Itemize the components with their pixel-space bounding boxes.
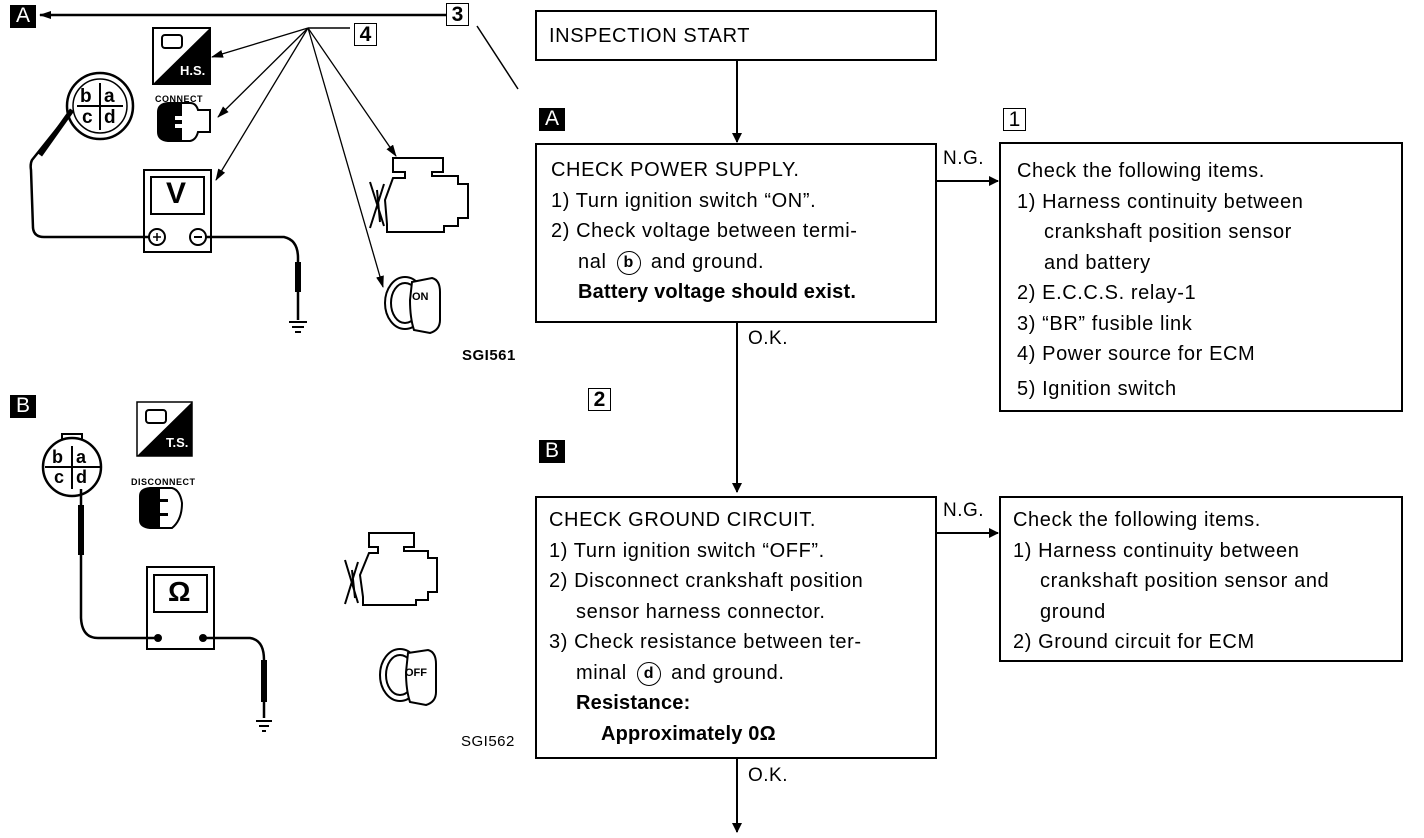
step-a-ok-label: O.K. xyxy=(748,328,789,349)
connector-b xyxy=(41,433,103,498)
step-b-tag: B xyxy=(539,440,565,463)
step-b-ok-label: O.K. xyxy=(748,765,789,786)
terminal-d-marker: d xyxy=(636,661,661,686)
ng-box-1-item-2: 2) E.C.C.S. relay-1 xyxy=(1017,282,1197,304)
inspection-start-box: INSPECTION START xyxy=(535,10,937,61)
disconnect-label: DISCONNECT xyxy=(131,477,196,487)
ng-box-1-item-1-cont2: and battery xyxy=(1044,251,1151,274)
ng-box-1-tag: 1 xyxy=(1003,108,1026,131)
connect-label: CONNECT xyxy=(155,94,203,104)
ts-mode-label: T.S. xyxy=(166,435,189,450)
illustration-a-tag: A xyxy=(10,5,36,28)
pin-c-b: c xyxy=(54,467,65,487)
voltmeter-a xyxy=(143,169,212,253)
step-a-spec: Battery voltage should exist. xyxy=(578,281,857,303)
pin-a-a: a xyxy=(104,86,115,107)
connector-plug-icon-b xyxy=(139,487,184,529)
key-off-label: OFF xyxy=(405,667,427,679)
ng-box-1-item-5: 5) Ignition switch xyxy=(1017,377,1177,400)
pin-d-b: d xyxy=(76,467,87,487)
step-b-line-2: 2) Disconnect crankshaft position xyxy=(549,570,864,592)
step-b-line-3: 3) Check resistance between ter- xyxy=(549,631,862,653)
step-b-text: CHECK GROUND CIRCUIT. 1) Turn ignition s… xyxy=(549,505,863,749)
step-b-title: CHECK GROUND CIRCUIT. xyxy=(549,509,817,531)
ng-box-2-text: Check the following items. 1) Harness co… xyxy=(1013,505,1329,658)
callout-3-diagonal xyxy=(476,25,519,90)
callout-3-tag: 3 xyxy=(446,3,469,26)
ng-box-1-title: Check the following items. xyxy=(1017,160,1265,182)
step-a-title: CHECK POWER SUPPLY. xyxy=(551,159,800,181)
ng-box-1-item-3: 3) “BR” fusible link xyxy=(1017,312,1193,335)
step-a-ng-label: N.G. xyxy=(943,148,985,169)
step-b-spec-label: Resistance: xyxy=(576,692,691,714)
ng-box-2: Check the following items. 1) Harness co… xyxy=(999,496,1403,662)
test-leads-a xyxy=(29,108,307,333)
callout-4-tag: 4 xyxy=(354,23,377,46)
terminal-b-marker: b xyxy=(616,250,641,275)
ng-box-1: Check the following items. 1) Harness co… xyxy=(999,142,1403,412)
engine-icon-a xyxy=(369,157,469,233)
hs-mode-badge-a xyxy=(152,27,211,85)
ng-box-1-item-4: 4) Power source for ECM xyxy=(1017,343,1256,365)
ng-box-2-item-2: 2) Ground circuit for ECM xyxy=(1013,631,1255,653)
ignition-key-off-icon-b xyxy=(379,648,437,707)
ng-box-2-item-1: 1) Harness continuity between xyxy=(1013,539,1300,562)
voltmeter-symbol: V xyxy=(166,177,187,210)
step-a-box: CHECK POWER SUPPLY. 1) Turn ignition swi… xyxy=(535,143,937,323)
callout-4-fan xyxy=(211,27,397,288)
inspection-start-label: INSPECTION START xyxy=(549,25,751,47)
step-a-tag: A xyxy=(539,108,565,131)
step-a-line-2: 2) Check voltage between termi- xyxy=(551,220,858,242)
pin-b-b: b xyxy=(52,447,63,467)
ng-box-2-item-1-cont2: ground xyxy=(1040,600,1106,623)
ng-box-1-text: Check the following items. 1) Harness co… xyxy=(1017,156,1303,404)
ohmmeter-symbol: Ω xyxy=(168,576,191,607)
ohmmeter-b xyxy=(146,566,215,650)
step-a-line-1: 1) Turn ignition switch “ON”. xyxy=(551,189,817,212)
pin-c-a: c xyxy=(82,107,93,128)
step-b-line-1: 1) Turn ignition switch “OFF”. xyxy=(549,539,825,562)
step-a-terminal-line: nal b and ground. xyxy=(551,247,858,278)
step-b-spec-value: Approximately 0Ω xyxy=(601,722,776,745)
pin-b-a: b xyxy=(80,86,92,107)
terminal-suffix: and ground. xyxy=(650,250,765,273)
callout-2-tag: 2 xyxy=(588,388,611,411)
terminal-prefix: minal xyxy=(576,661,627,684)
step-b-ng-label: N.G. xyxy=(943,500,985,521)
terminal-prefix: nal xyxy=(578,250,607,273)
hs-mode-label: H.S. xyxy=(180,63,206,78)
ts-mode-badge-b xyxy=(136,401,193,457)
ng-box-1-item-1: 1) Harness continuity between xyxy=(1017,190,1304,213)
test-leads-b xyxy=(78,489,272,732)
pin-d-a: d xyxy=(104,107,116,128)
step-a-text: CHECK POWER SUPPLY. 1) Turn ignition swi… xyxy=(551,155,858,308)
ng-box-2-item-1-cont: crankshaft position sensor and xyxy=(1040,570,1330,592)
ng-box-1-item-1-cont: crankshaft position sensor xyxy=(1044,221,1292,243)
step-b-box: CHECK GROUND CIRCUIT. 1) Turn ignition s… xyxy=(535,496,937,759)
pin-a-b: a xyxy=(76,447,87,467)
figure-code-b: SGI562 xyxy=(461,733,515,750)
ng-box-2-title: Check the following items. xyxy=(1013,509,1261,531)
terminal-suffix: and ground. xyxy=(671,661,785,684)
engine-icon-b xyxy=(344,532,438,606)
figure-code-a: SGI561 xyxy=(462,347,516,364)
step-b-line-2-cont: sensor harness connector. xyxy=(576,600,826,623)
step-b-terminal-line: minal d and ground. xyxy=(549,658,863,689)
key-on-label: ON xyxy=(412,291,429,303)
connector-a xyxy=(65,71,135,141)
ignition-key-on-icon-a xyxy=(384,276,441,335)
illustration-b-tag: B xyxy=(10,395,36,418)
connector-plug-icon-a xyxy=(157,102,211,142)
